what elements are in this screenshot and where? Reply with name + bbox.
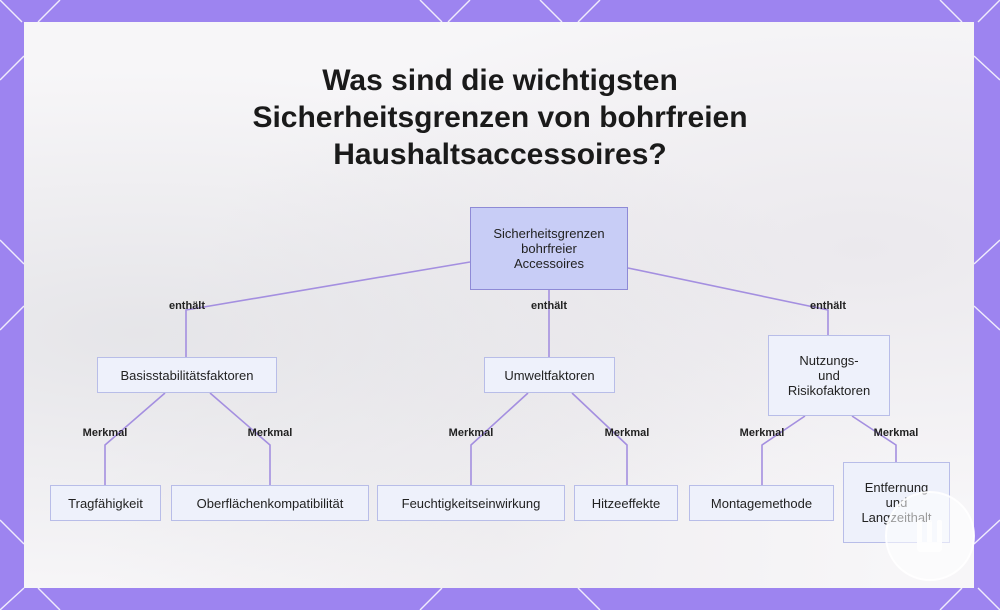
edge-nutzung-montage (761, 415, 806, 485)
edge-label-feature-hitze: Merkmal (604, 427, 650, 439)
node-basisstabilitaetsfaktoren: Basisstabilitätsfaktoren (97, 357, 277, 393)
node-line: bohrfreier (521, 241, 577, 256)
edge-root-basis (185, 261, 471, 357)
edge-label-contains-umwelt: enthält (530, 300, 568, 312)
node-line: Oberflächenkompatibilität (196, 495, 344, 511)
edge-basis-ober (209, 392, 271, 485)
node-nutzungs-und-risikofaktoren: Nutzungs- und Risikofaktoren (768, 335, 890, 416)
edge-label-feature-ober: Merkmal (247, 427, 293, 439)
edge-umwelt-hitze (571, 392, 628, 485)
node-line: Risikofaktoren (787, 383, 871, 398)
node-feuchtigkeitseinwirkung: Feuchtigkeitseinwirkung (377, 485, 565, 521)
node-montagemethode: Montagemethode (689, 485, 834, 521)
edge-label-feature-montage: Merkmal (739, 427, 785, 439)
node-tragfaehigkeit: Tragfähigkeit (50, 485, 161, 521)
node-hitzeeffekte: Hitzeeffekte (574, 485, 678, 521)
edge-root-nutzung (627, 267, 829, 335)
edge-umwelt-feucht (470, 392, 529, 485)
node-umweltfaktoren: Umweltfaktoren (484, 357, 615, 393)
page-title: Was sind die wichtigsten Sicherheitsgren… (0, 62, 1000, 173)
node-line: Feuchtigkeitseinwirkung (401, 495, 541, 511)
edge-label-contains-basis: enthält (168, 300, 206, 312)
node-oberflaechenkompatibilitaet: Oberflächenkompatibilität (171, 485, 369, 521)
title-line-3: Haushaltsaccessoires? (333, 138, 667, 171)
edge-label-contains-nutzung: enthält (809, 300, 847, 312)
node-line: Montagemethode (710, 495, 813, 511)
node-sicherheitsgrenzen: Sicherheitsgrenzen bohrfreier Accessoire… (470, 207, 628, 290)
node-line: Entfernung (864, 480, 929, 495)
node-line: Hitzeeffekte (591, 495, 661, 511)
edge-nutzung-entfernung (851, 415, 897, 462)
node-line: Sicherheitsgrenzen (493, 226, 605, 241)
node-line: Accessoires (513, 256, 585, 271)
edge-label-feature-trag: Merkmal (82, 427, 128, 439)
node-line: Nutzungs- (799, 353, 859, 368)
node-line: und (818, 368, 840, 383)
node-line: Umweltfaktoren (504, 367, 595, 383)
node-line: Basisstabilitätsfaktoren (120, 367, 254, 383)
edge-label-feature-feucht: Merkmal (448, 427, 494, 439)
title-line-1: Was sind die wichtigsten (322, 64, 678, 97)
title-line-2: Sicherheitsgrenzen von bohrfreien (252, 101, 748, 134)
node-line: Tragfähigkeit (68, 495, 143, 511)
edge-label-feature-entfernung: Merkmal (873, 427, 919, 439)
edge-basis-trag (104, 392, 166, 485)
fork-logo-icon (885, 491, 975, 581)
